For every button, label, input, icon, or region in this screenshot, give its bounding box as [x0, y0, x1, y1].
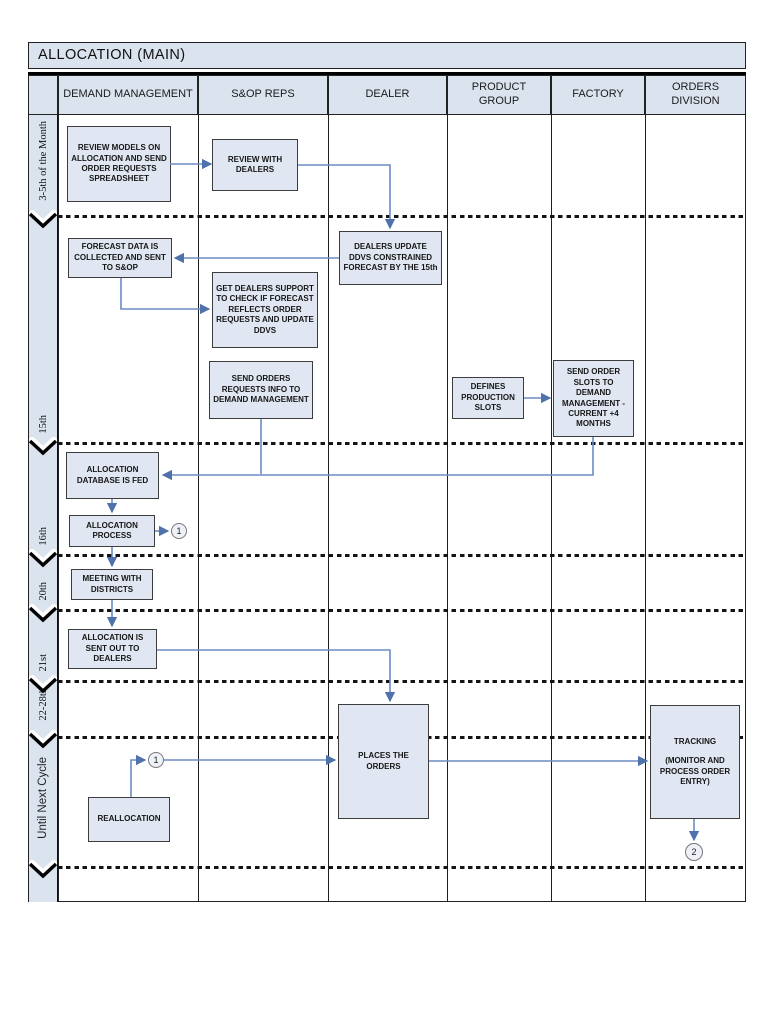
flow-box-places-the-orders: PLACES THE ORDERS: [338, 704, 429, 819]
chevron-down-icon: [29, 675, 57, 694]
chevron-down-icon: [29, 549, 57, 568]
flow-box-allocation-sent: ALLOCATION IS SENT OUT TO DEALERS: [68, 629, 157, 669]
timeline-label: 3-5th of the Month: [37, 121, 49, 201]
flow-box-meeting-with-districts: MEETING WITH DISTRICTS: [71, 569, 153, 600]
period-separator: [58, 554, 746, 557]
chevron-down-icon: [29, 437, 57, 456]
flow-box-review-models: REVIEW MODELS ON ALLOCATION AND SEND ORD…: [67, 126, 171, 202]
flow-box-review-with-dealers: REVIEW WITH DEALERS: [212, 139, 298, 191]
period-separator: [58, 215, 746, 218]
lane-separator: [447, 115, 449, 902]
period-separator: [58, 866, 746, 869]
flow-box-get-dealers-support: GET DEALERS SUPPORT TO CHECK IF FORECAST…: [212, 272, 318, 348]
offpage-ref-2: 2: [685, 843, 703, 861]
flow-box-allocation-process: ALLOCATION PROCESS: [69, 515, 155, 547]
flow-box-send-order-slots: SEND ORDER SLOTS TO DEMAND MANAGEMENT - …: [553, 360, 634, 437]
flow-box-tracking: TRACKING (MONITOR AND PROCESS ORDER ENTR…: [650, 705, 740, 819]
lane-header-dealer: DEALER: [328, 75, 447, 115]
timeline-row-3-5th: 3-5th of the Month: [29, 115, 57, 216]
period-separator: [58, 442, 746, 445]
lane-separator: [58, 115, 60, 902]
lane-separator: [198, 115, 200, 902]
flow-box-allocation-database: ALLOCATION DATABASE IS FED: [66, 452, 159, 499]
period-separator: [58, 680, 746, 683]
lane-separator: [645, 115, 647, 902]
period-separator: [58, 609, 746, 612]
timeline-label: 21st: [37, 654, 49, 672]
lane-header-factory: FACTORY: [551, 75, 645, 115]
offpage-ref-1: 1: [171, 523, 187, 539]
diagram-title: ALLOCATION (MAIN): [28, 42, 746, 69]
chevron-down-icon: [29, 604, 57, 623]
timeline-label: Until Next Cycle: [37, 756, 49, 839]
flow-box-defines-production-slots: DEFINES PRODUCTION SLOTS: [452, 377, 524, 419]
chevron-down-icon: [29, 730, 57, 749]
tracking-title: TRACKING: [673, 736, 717, 746]
lane-header-orders-division: ORDERS DIVISION: [645, 75, 746, 115]
flow-box-dealers-update: DEALERS UPDATE DDVS CONSTRAINED FORECAST…: [339, 231, 442, 285]
chevron-down-icon: [29, 860, 57, 879]
timeline-sidebar: [29, 115, 58, 902]
timeline-label: 20th: [37, 582, 49, 601]
chevron-down-icon: [29, 210, 57, 229]
table-frame: [28, 75, 746, 902]
lane-separator: [551, 115, 553, 902]
offpage-ref-1: 1: [148, 752, 164, 768]
timeline-row-15th: 15th: [29, 216, 57, 443]
lane-header-demand-management: DEMAND MANAGEMENT: [58, 75, 198, 115]
lane-separator: [328, 115, 330, 902]
flow-box-send-orders-info: SEND ORDERS REQUESTS INFO TO DEMAND MANA…: [209, 361, 313, 419]
flow-box-reallocation: REALLOCATION: [88, 797, 170, 842]
timeline-label: 15th: [37, 415, 49, 434]
flow-box-forecast-collected: FORECAST DATA IS COLLECTED AND SENT TO S…: [68, 238, 172, 278]
lane-header-sop-reps: S&OP REPS: [198, 75, 328, 115]
timeline-row-until-next-cycle: Until Next Cycle: [29, 737, 57, 867]
lane-header-product-group: PRODUCT GROUP: [447, 75, 551, 115]
timeline-label: 16th: [37, 527, 49, 546]
tracking-subtitle: (MONITOR AND PROCESS ORDER ENTRY): [659, 756, 731, 786]
header-top-rule: [28, 72, 746, 75]
